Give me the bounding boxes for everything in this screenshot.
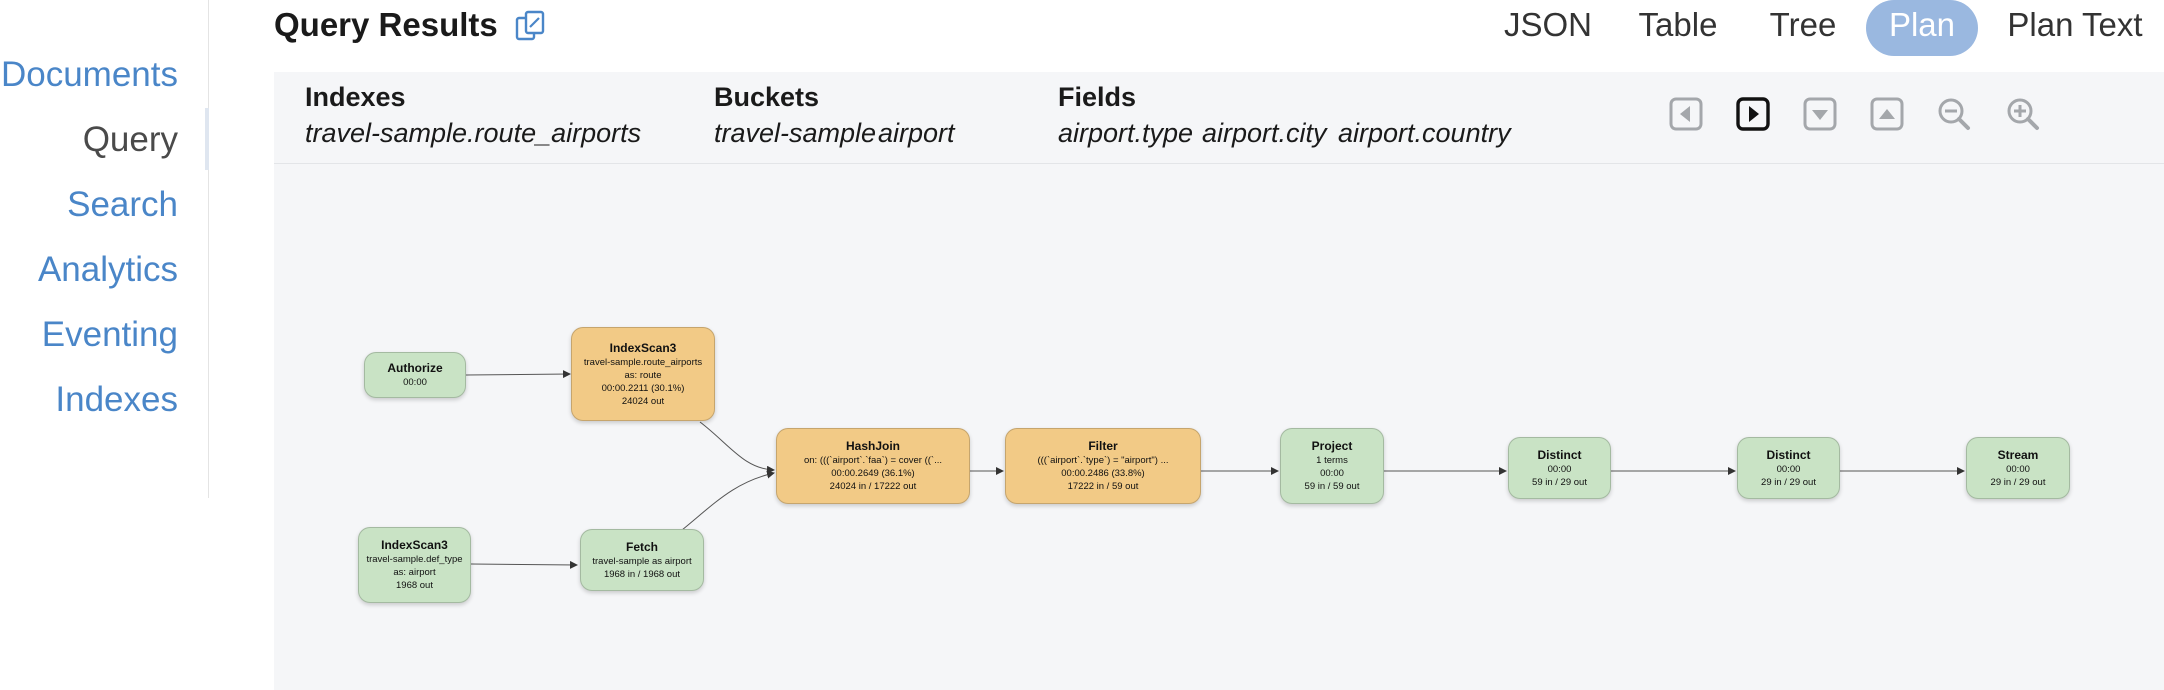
plan-node-project[interactable]: Project 1 terms 00:00 59 in / 59 out [1280,428,1384,504]
plan-node-detail: (((`airport`.`type`) = "airport") ... [1037,455,1169,466]
plan-node-distinct-2[interactable]: Distinct 00:00 29 in / 29 out [1737,437,1840,499]
plan-edge [681,470,775,531]
plan-node-detail: as: route [624,369,662,381]
page-title: Query Results [274,6,498,43]
bucket-value: airport [878,118,955,148]
plan-node-detail: 24024 in / 17222 out [829,481,917,492]
plan-node-title: Authorize [387,361,443,375]
plan-edges [465,370,1965,569]
plan-node-detail: 59 in / 59 out [1304,481,1360,492]
plan-node-detail: 00:00 [1320,468,1344,479]
sidebar: Documents Query Search Analytics Eventin… [0,0,209,498]
plan-node-detail: 59 in / 29 out [1532,476,1587,488]
plan-node-detail: on: (((`airport`.`faa`) = cover ((`... [803,455,943,466]
plan-node-detail: 00:00 [403,377,427,388]
sidebar-item-analytics[interactable]: Analytics [37,250,178,289]
indexes-label: Indexes [305,82,406,112]
plan-node-detail: 1 terms [1316,455,1348,466]
plan-node-detail: travel-sample as airport [592,555,692,567]
plan-node-stream[interactable]: Stream 00:00 29 in / 29 out [1966,437,2070,499]
plan-node-detail: 00:00 [1547,463,1572,475]
copy-icon[interactable] [514,8,550,44]
plan-node-detail: 29 in / 29 out [1990,476,2046,488]
plan-node-filter[interactable]: Filter (((`airport`.`type`) = "airport")… [1005,428,1201,504]
plan-node-title: Filter [1088,439,1118,453]
arrow-right-icon[interactable] [1735,96,1771,132]
plan-node-detail: 24024 out [621,395,665,407]
plan-node-detail: travel-sample.route_airports [583,356,703,368]
plan-node-detail: 1968 in / 1968 out [603,568,681,580]
zoom-in-icon[interactable] [2005,96,2041,132]
sidebar-item-search[interactable]: Search [67,185,178,224]
sidebar-active-indicator [205,108,209,170]
arrow-left-icon[interactable] [1668,96,1704,132]
zoom-out-icon[interactable] [1936,96,1972,132]
field-value: airport.type [1058,118,1194,148]
plan-node-detail: 17222 in / 59 out [1067,481,1139,492]
plan-info-bar: Indexes travel-sample.route_airports Buc… [274,72,2164,164]
plan-node-detail: 00:00 [1776,463,1801,475]
plan-node-fetch[interactable]: Fetch travel-sample as airport 1968 in /… [580,529,704,591]
arrow-down-icon[interactable] [1802,96,1838,132]
plan-node-title: HashJoin [845,439,900,453]
plan-node-title: Project [1311,439,1353,453]
tab-table[interactable]: Table [1638,6,1718,43]
plan-node-title: Fetch [625,539,658,554]
buckets-label: Buckets [714,82,820,112]
tab-plan[interactable]: Plan [1866,0,1978,56]
plan-node-title: Stream [1997,447,2039,462]
plan-edge [465,370,571,379]
plan-node-detail: 29 in / 29 out [1761,476,1816,488]
plan-node-indexscan-airport[interactable]: IndexScan3 travel-sample.def_type as: ai… [358,527,471,603]
plan-node-detail: 00:00.2649 (36.1%) [831,468,915,479]
plan-node-detail: travel-sample.def_type [366,554,463,565]
plan-panel: Indexes travel-sample.route_airports Buc… [274,72,2164,690]
field-value: airport.city [1202,118,1327,148]
plan-node-authorize[interactable]: Authorize 00:00 [364,352,466,398]
field-value: airport.country [1338,118,1511,148]
plan-node-title: IndexScan3 [381,538,448,552]
plan-node-title: Distinct [1537,447,1582,462]
plan-node-detail: as: airport [393,567,436,578]
plan-node-indexscan-route[interactable]: IndexScan3 travel-sample.route_airports … [571,327,715,421]
tab-plan-text[interactable]: Plan Text [2007,6,2143,43]
bucket-value: travel-sample [714,118,877,148]
query-plan-diagram: Authorize 00:00 IndexScan3 travel-sample… [274,164,2164,690]
plan-node-title: Distinct [1766,447,1811,462]
plan-node-detail: 00:00.2211 (30.1%) [601,382,685,394]
plan-node-title: IndexScan3 [609,340,677,355]
plan-node-detail: 00:00 [2006,463,2030,475]
sidebar-item-documents[interactable]: Documents [0,55,178,94]
plan-edge [470,560,578,569]
sidebar-item-query[interactable]: Query [82,120,178,159]
tab-json[interactable]: JSON [1503,6,1592,43]
arrow-up-icon[interactable] [1869,96,1905,132]
sidebar-item-indexes[interactable]: Indexes [55,380,178,419]
index-value: travel-sample.route_airports [305,118,642,148]
tab-tree[interactable]: Tree [1769,6,1837,43]
plan-node-hashjoin[interactable]: HashJoin on: (((`airport`.`faa`) = cover… [776,428,970,504]
sidebar-item-eventing[interactable]: Eventing [41,315,178,354]
fields-label: Fields [1058,82,1137,112]
plan-node-distinct-1[interactable]: Distinct 00:00 59 in / 29 out [1508,437,1611,499]
plan-edge [699,421,775,474]
plan-node-detail: 00:00.2486 (33.8%) [1061,468,1145,479]
plan-node-detail: 1968 out [396,580,433,591]
